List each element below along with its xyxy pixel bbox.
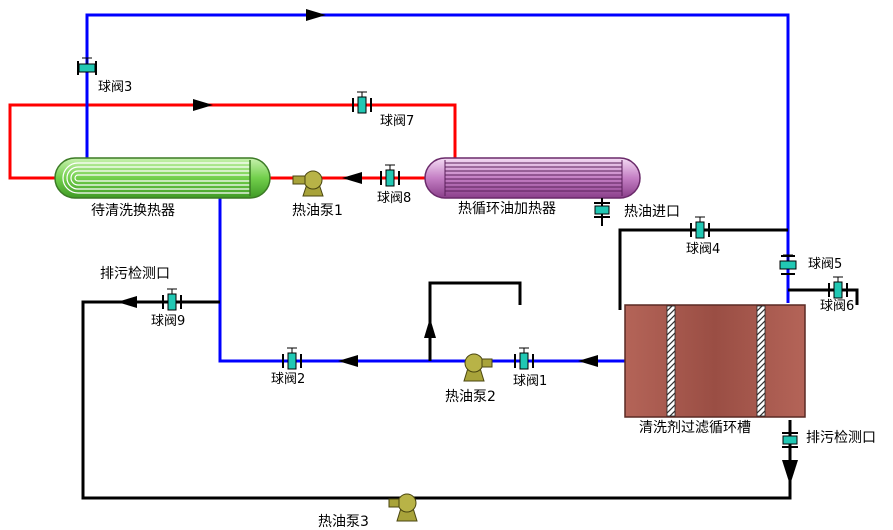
arrow-left-tank-icon [578,355,598,367]
heater-tubes [444,160,623,196]
pump-2-label: 热油泵2 [445,389,496,405]
pump-2[interactable] [463,353,493,382]
valve-9-label: 球阀9 [151,314,186,329]
pump-3-label: 热油泵3 [318,514,369,530]
filter-screen-right [756,305,766,417]
oil-inlet-label: 热油进口 [624,204,680,220]
oil-inlet-port[interactable] [594,198,610,226]
drain-check-right-port[interactable] [782,432,798,448]
drain-check-right-label: 排污检测口 [806,430,876,446]
valve-1-label: 球阀1 [513,374,548,389]
pump-3[interactable] [388,493,418,522]
arrow-left-drain-icon [117,296,137,308]
valve-5[interactable] [779,254,797,275]
drain-check-left-label: 排污检测口 [100,266,170,282]
valve-7[interactable] [352,91,372,114]
valve-2-label: 球阀2 [271,372,306,387]
arrow-up-bypass-icon [424,318,436,338]
valve-4-label: 球阀4 [686,242,721,257]
valve-1[interactable] [514,347,534,370]
valve-6-label: 球阀6 [820,299,855,314]
valve-3-label: 球阀3 [98,80,133,95]
valve-3[interactable] [77,57,97,75]
tank-label: 清洗剂过滤循环槽 [639,420,751,436]
exchanger [54,157,271,199]
flow-arrows [117,9,798,485]
valve-2[interactable] [282,347,302,370]
arrow-left-mid-icon [338,355,358,367]
heater [424,157,641,199]
filter-tank [624,304,806,418]
arrow-right-red-icon [193,99,213,111]
valve-4[interactable] [690,216,710,239]
valve-5-label: 球阀5 [808,257,843,272]
exchanger-label: 待清洗换热器 [91,203,175,219]
valve-8[interactable] [380,164,400,187]
valve-7-label: 球阀7 [380,114,415,129]
exchanger-tube-bundle [62,162,250,194]
arrow-down-outlet-icon [782,460,798,485]
valve-8-label: 球阀8 [377,191,412,206]
valve-6[interactable] [828,276,848,299]
filter-screen-left [666,305,676,417]
arrow-left-red-icon [342,172,362,184]
heater-label: 热循环油加热器 [458,201,556,217]
pump-1-label: 热油泵1 [292,203,343,219]
arrow-right-top-icon [306,9,326,21]
valve-9[interactable] [162,288,182,311]
pump-1[interactable] [292,170,324,197]
